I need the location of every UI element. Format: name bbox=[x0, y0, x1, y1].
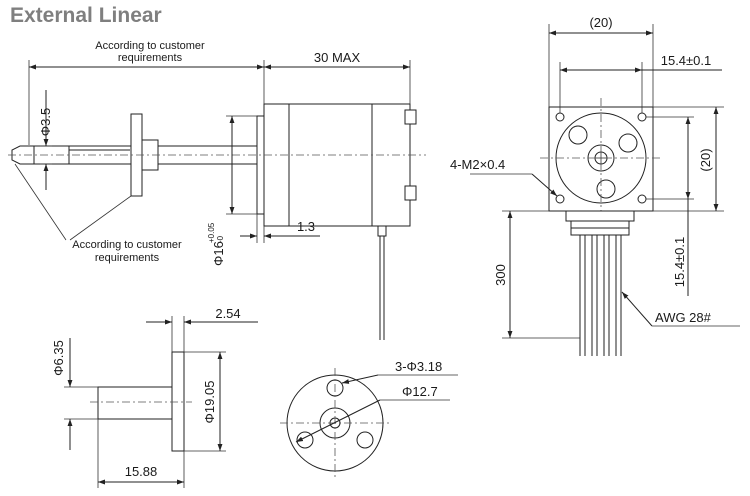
dim-hole-spacing-h: 15.4±0.1 bbox=[661, 53, 712, 68]
nut-hole-right bbox=[356, 431, 374, 449]
dim-flange-dia: Φ19.05 bbox=[202, 381, 217, 424]
dim-pilot-depth: 1.3 bbox=[297, 219, 315, 234]
dim-height: (20) bbox=[698, 148, 713, 171]
side-view: According to customer requirements 30 MA… bbox=[8, 40, 426, 340]
note-top-line2: requirements bbox=[118, 52, 183, 64]
note-top-line1: According to customer bbox=[95, 40, 205, 52]
dim-shaft-dia: Φ6.35 bbox=[51, 340, 66, 376]
screw-holes-note: 4-M2×0.4 bbox=[450, 157, 505, 172]
dim-flange-thickness: 2.54 bbox=[215, 306, 240, 321]
screw-hole-bl bbox=[555, 194, 565, 204]
page-title: External Linear bbox=[10, 4, 162, 27]
bolt-circle-note: Φ12.7 bbox=[402, 384, 438, 399]
note-bottom-line2: requirements bbox=[95, 252, 160, 264]
nut-side-view: 2.54 Φ6.35 Φ19.05 15.88 bbox=[51, 306, 258, 488]
nut-flange bbox=[171, 351, 185, 452]
dim-lead-length: 300 bbox=[493, 264, 508, 286]
nut-shaft bbox=[97, 386, 173, 420]
dim-screw-dia: Φ3.5 bbox=[38, 108, 53, 136]
tol-lower: -0 bbox=[216, 235, 225, 243]
dim-body-length: 30 MAX bbox=[314, 50, 361, 65]
tol-upper: +0.05 bbox=[207, 222, 216, 243]
nut-front-view: 3-Φ3.18 Φ12.7 bbox=[280, 359, 458, 478]
wire-gauge-note: AWG 28# bbox=[655, 310, 712, 325]
screw-hole-tl bbox=[555, 112, 565, 122]
dim-hole-spacing-v: 15.4±0.1 bbox=[672, 237, 687, 288]
screw-hole-tr bbox=[637, 112, 647, 122]
screw-hole-br bbox=[637, 194, 647, 204]
dim-width: (20) bbox=[589, 15, 612, 30]
motor-body bbox=[263, 103, 411, 227]
note-bottom-line1: According to customer bbox=[72, 239, 182, 251]
dim-nut-length: 15.88 bbox=[125, 464, 158, 479]
connector bbox=[565, 210, 635, 222]
front-view: (20) 15.4±0.1 (20) 15.4±0.1 4-M2×0.4 300… bbox=[450, 15, 740, 356]
nut-holes-note: 3-Φ3.18 bbox=[395, 359, 442, 374]
dim-pilot-dia: Φ16 bbox=[211, 241, 226, 266]
pilot-boss bbox=[256, 115, 265, 215]
